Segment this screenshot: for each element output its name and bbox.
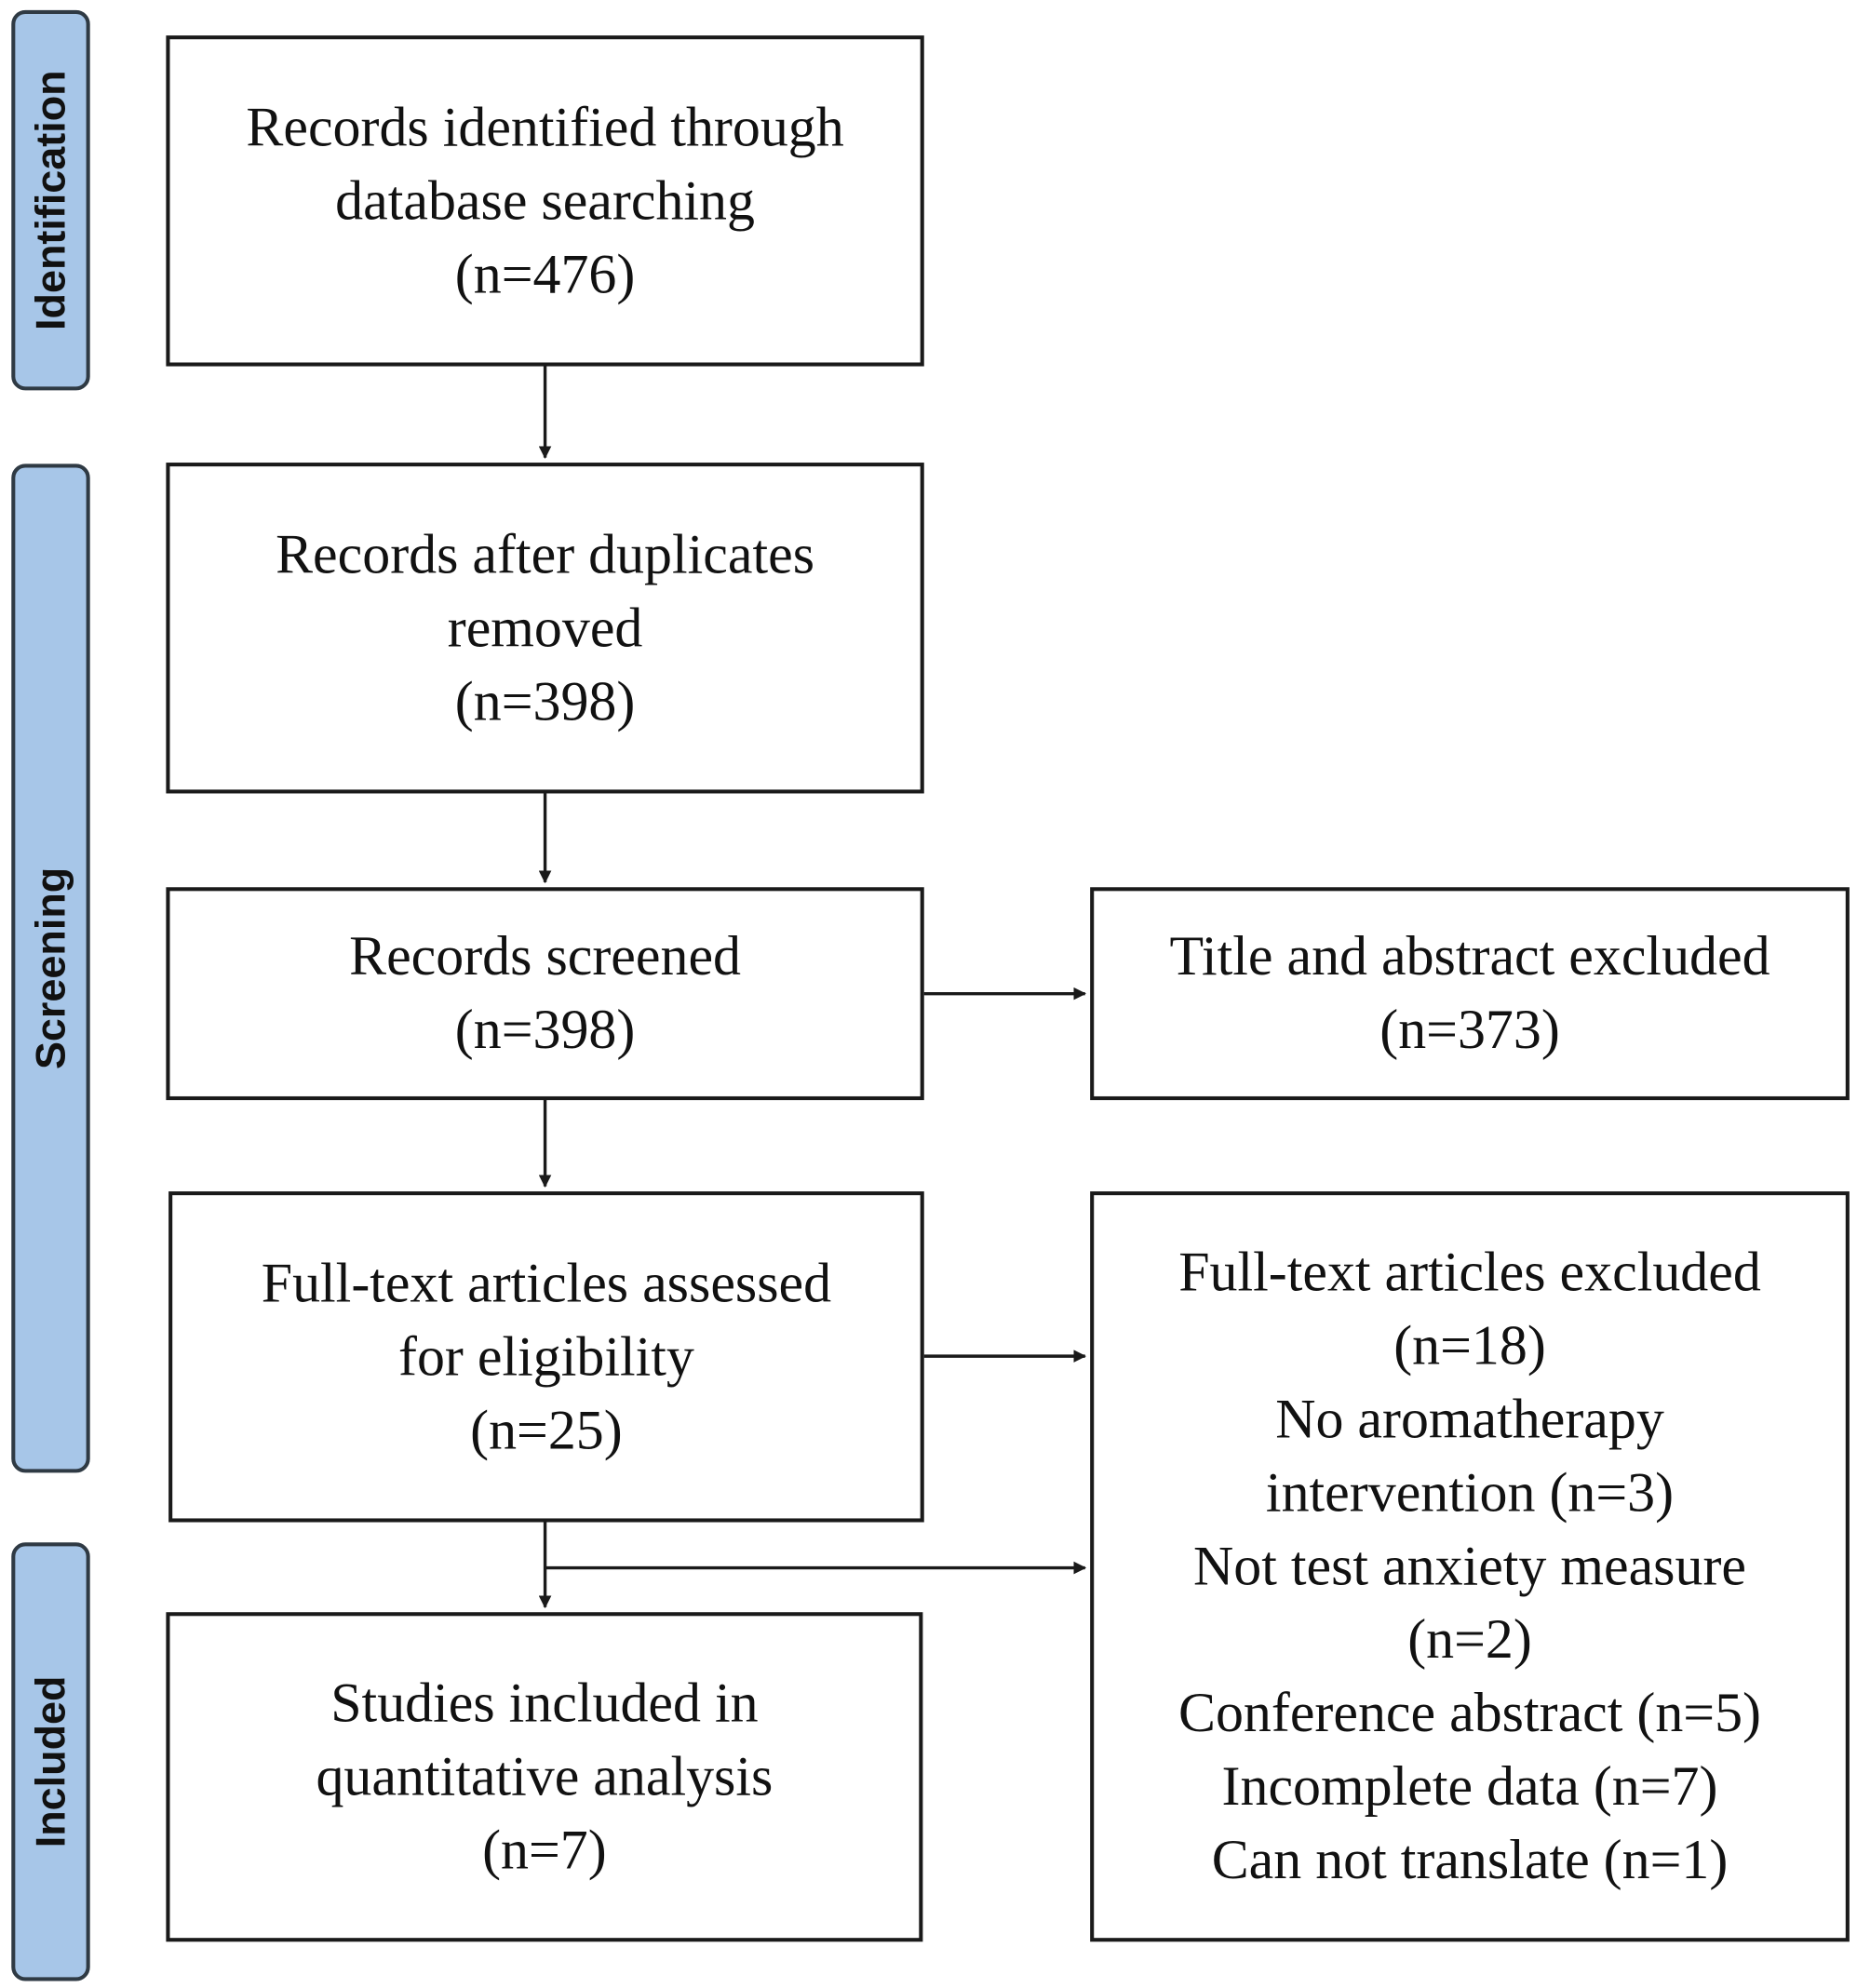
box-line: Title and abstract excluded	[1169, 925, 1770, 987]
box-studies-included: Studies included in quantitative analysi…	[166, 1612, 923, 1942]
box-line: (n=7)	[482, 1819, 607, 1881]
box-line: (n=2)	[1407, 1608, 1532, 1671]
box-line: Conference abstract (n=5)	[1177, 1682, 1762, 1744]
box-line: Incomplete data (n=7)	[1221, 1755, 1718, 1818]
box-records-identified: Records identified through database sear…	[166, 35, 924, 367]
box-line: (n=398)	[454, 669, 636, 732]
phase-identification: Identification	[11, 9, 90, 391]
box-line: No aromatherapy	[1275, 1388, 1664, 1450]
box-fulltext-assessed: Full-text articles assessed for eligibil…	[168, 1191, 924, 1523]
box-line: Studies included in	[330, 1672, 759, 1734]
box-line: Records identified through	[246, 95, 844, 158]
box-line: Can not translate (n=1)	[1211, 1829, 1729, 1891]
box-line: Records screened	[349, 925, 742, 987]
box-line: Full-text articles assessed	[261, 1251, 832, 1314]
box-line: removed	[447, 596, 643, 659]
box-line: for eligibility	[398, 1324, 694, 1388]
box-line: (n=398)	[454, 999, 636, 1061]
phase-included: Included	[11, 1542, 90, 1981]
box-line: Records after duplicates	[276, 522, 815, 585]
box-fulltext-excluded: Full-text articles excluded (n=18) No ar…	[1090, 1191, 1850, 1942]
box-records-screened: Records screened (n=398)	[166, 887, 924, 1101]
box-line: quantitative analysis	[316, 1745, 774, 1807]
box-line: intervention (n=3)	[1265, 1461, 1675, 1524]
box-line: Not test anxiety measure	[1192, 1535, 1747, 1597]
phase-screening: Screening	[11, 463, 90, 1473]
box-line: (n=18)	[1393, 1314, 1546, 1377]
box-title-abstract-excluded: Title and abstract excluded (n=373)	[1090, 887, 1850, 1101]
box-line: (n=476)	[454, 242, 636, 305]
box-line: Full-text articles excluded	[1178, 1241, 1761, 1303]
box-line: (n=373)	[1379, 999, 1560, 1061]
box-records-after-duplicates: Records after duplicates removed (n=398)	[166, 463, 924, 794]
box-line: database searching	[335, 168, 755, 232]
box-line: (n=25)	[470, 1398, 623, 1461]
